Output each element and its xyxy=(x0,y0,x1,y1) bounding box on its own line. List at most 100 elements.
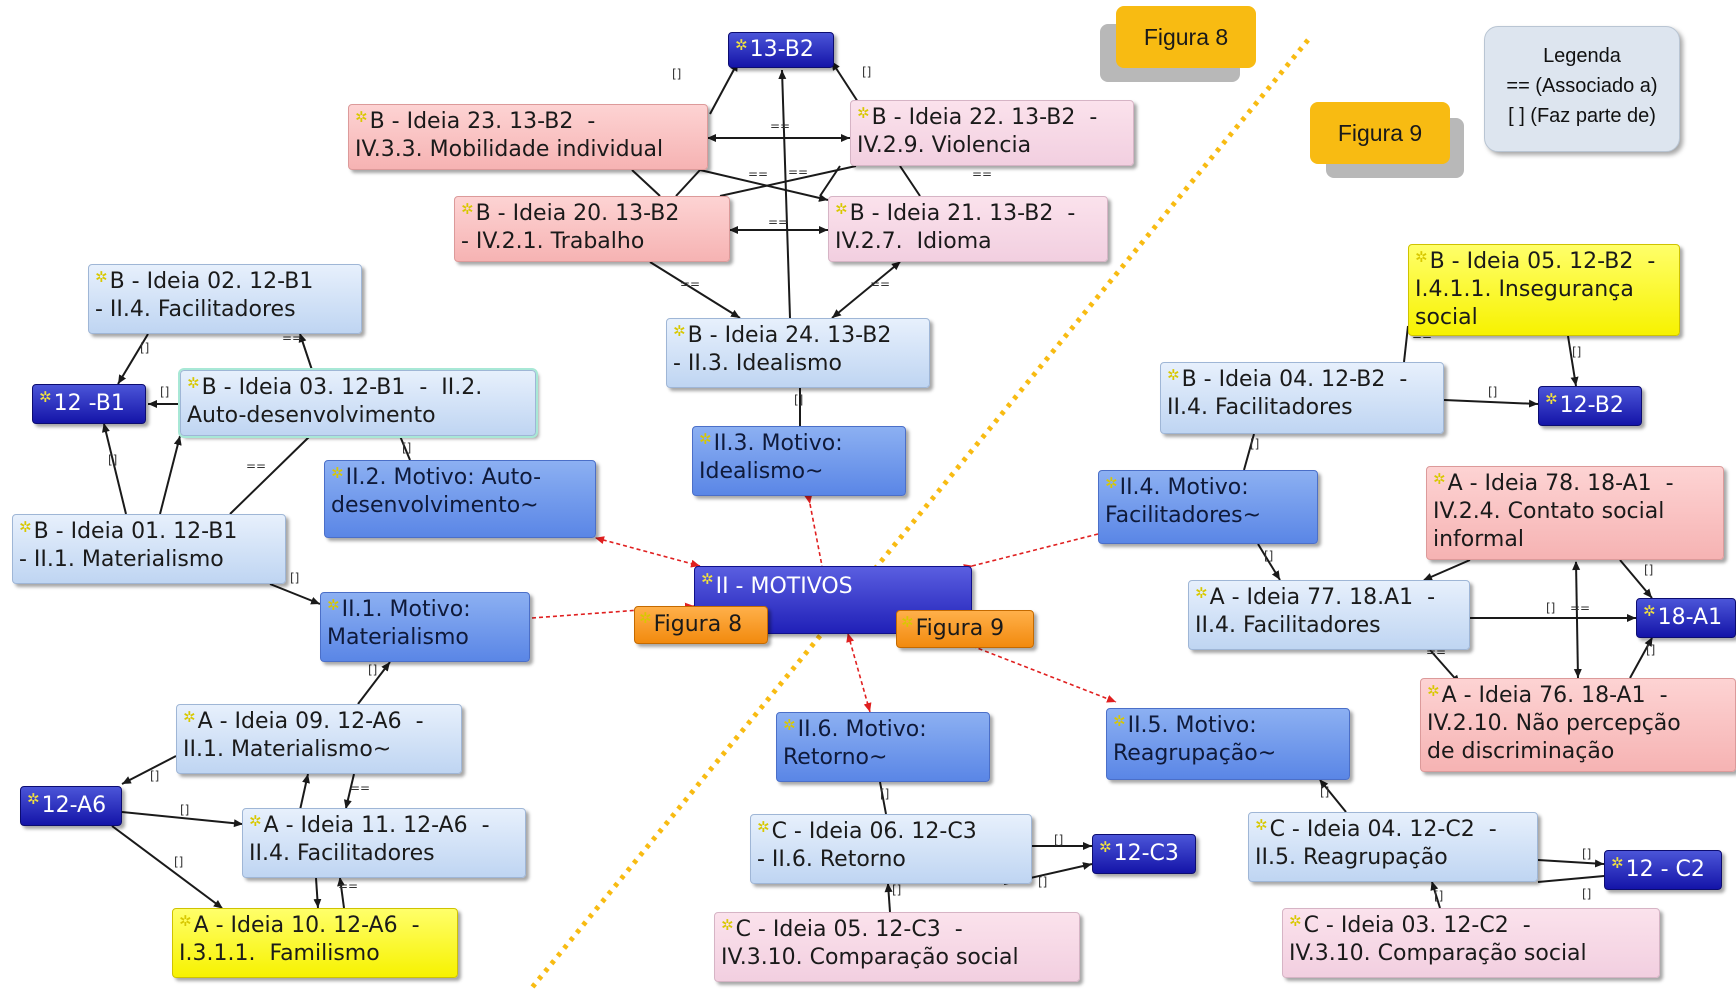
code-node-12-B2[interactable]: ✲12-B2 xyxy=(1538,386,1642,426)
idea-node-01-12-B1[interactable]: ✲B - Ideia 01. 12-B1 - II.1. Materialism… xyxy=(12,514,286,584)
idea-node-04-12-C2[interactable]: ✲C - Ideia 04. 12-C2 - II.5. Reagrupação xyxy=(1248,812,1538,882)
node-label: B - Ideia 01. 12-B1 - II.1. Materialismo xyxy=(19,519,238,572)
part-of-link-label: [] xyxy=(1038,875,1047,889)
idea-node-78-18-A1[interactable]: ✲A - Ideia 78. 18-A1 - IV.2.4. Contato s… xyxy=(1426,466,1724,560)
node-star-icon: ✲ xyxy=(639,609,652,627)
associated-link-label: == xyxy=(770,119,790,133)
node-star-icon: ✲ xyxy=(721,916,734,934)
idea-node-02-12-B1[interactable]: ✲B - Ideia 02. 12-B1 - II.4. Facilitador… xyxy=(88,264,362,334)
13-B2-link xyxy=(899,165,921,197)
motive-node-II-2[interactable]: ✲II.2. Motivo: Auto- desenvolvimento~ xyxy=(324,460,596,538)
part-of-link-label: [] xyxy=(880,787,889,801)
part-of-link-label: [] xyxy=(892,883,901,897)
legend-associated: == (Associado a) xyxy=(1506,75,1658,97)
node-star-icon: ✲ xyxy=(1289,912,1302,930)
node-star-icon: ✲ xyxy=(699,430,712,448)
code-node-13-B2[interactable]: ✲13-B2 xyxy=(728,32,834,68)
part-of-link-label: [] xyxy=(794,393,803,407)
motive-node-II-3[interactable]: ✲II.3. Motivo: Idealismo~ xyxy=(692,426,906,496)
code-node-18-A1[interactable]: ✲18-A1 xyxy=(1636,598,1736,638)
part-of-link-label: [] xyxy=(174,855,183,869)
motive-node-II-1[interactable]: ✲II.1. Motivo: Materialismo xyxy=(320,592,530,662)
right-cluster-link xyxy=(1430,881,1441,909)
node-label: II.3. Motivo: Idealismo~ xyxy=(699,431,843,484)
12-C3-link xyxy=(884,883,893,913)
code-node-12-A6[interactable]: ✲12-A6 xyxy=(20,786,122,826)
idea-node-05-12-B2[interactable]: ✲B - Ideia 05. 12-B2 - I.4.1.1. Insegura… xyxy=(1408,244,1680,336)
part-of-link-label: [] xyxy=(1434,889,1443,903)
node-label: II - MOTIVOS xyxy=(715,574,853,599)
motive-node-II-6[interactable]: ✲II.6. Motivo: Retorno~ xyxy=(776,712,990,782)
black-links xyxy=(102,61,1653,913)
motive-node-II-4[interactable]: ✲II.4. Motivo: Facilitadores~ xyxy=(1098,470,1318,544)
13-B2-link xyxy=(649,261,741,319)
motive-node-II-5[interactable]: ✲II.5. Motivo: Reagrupação~ xyxy=(1106,708,1350,780)
12-B1-link xyxy=(269,583,321,605)
13-B2-link xyxy=(699,169,829,202)
idea-node-76-18-A1[interactable]: ✲A - Ideia 76. 18-A1 - IV.2.10. Não perc… xyxy=(1420,678,1736,772)
part-of-link-label: [] xyxy=(108,453,117,467)
node-star-icon: ✲ xyxy=(179,912,192,930)
figure-9-tag[interactable]: ✲Figura 9 xyxy=(896,610,1034,648)
node-label: B - Ideia 04. 12-B2 - II.4. Facilitadore… xyxy=(1167,367,1408,420)
right-cluster-link xyxy=(1537,859,1605,868)
node-label: A - Ideia 09. 12-A6 - II.1. Materialismo… xyxy=(183,709,424,762)
12-B1-link xyxy=(298,333,313,371)
figure-divider-line xyxy=(528,38,1310,990)
part-of-link-label: [] xyxy=(140,341,149,355)
idea-node-04-12-B2[interactable]: ✲B - Ideia 04. 12-B2 - II.4. Facilitador… xyxy=(1160,362,1444,434)
associated-link-label: == xyxy=(680,277,700,291)
part-of-link-label: [] xyxy=(1264,549,1273,563)
node-label: A - Ideia 11. 12-A6 - II.4. Facilitadore… xyxy=(249,813,490,866)
node-star-icon: ✲ xyxy=(1195,584,1208,602)
node-label: 13-B2 xyxy=(749,37,814,62)
idea-node-11-12-A6[interactable]: ✲A - Ideia 11. 12-A6 - II.4. Facilitador… xyxy=(242,808,526,878)
node-label: C - Ideia 03. 12-C2 - IV.3.10. Comparaçã… xyxy=(1289,913,1587,966)
idea-node-77-18-A1[interactable]: ✲A - Ideia 77. 18.A1 - II.4. Facilitador… xyxy=(1188,580,1470,650)
idea-node-10-12-A6[interactable]: ✲A - Ideia 10. 12-A6 - I.3.1.1. Familism… xyxy=(172,908,458,978)
node-star-icon: ✲ xyxy=(1099,838,1112,856)
figure-8-tag[interactable]: ✲Figura 8 xyxy=(634,606,768,644)
12-A6-link xyxy=(121,755,177,785)
part-of-link-label: [] xyxy=(150,769,159,783)
node-label: 12-B2 xyxy=(1559,393,1624,418)
node-star-icon: ✲ xyxy=(1643,602,1656,620)
13-B2-link xyxy=(831,61,859,103)
node-label: II.1. Motivo: Materialismo xyxy=(327,597,471,650)
node-label: B - Ideia 03. 12-B1 - II.2. Auto-desenvo… xyxy=(187,375,483,428)
code-node-12-C2[interactable]: ✲12 - C2 xyxy=(1604,850,1722,890)
idea-node-20-13-B2[interactable]: ✲B - Ideia 20. 13-B2 - IV.2.1. Trabalho xyxy=(454,196,730,262)
idea-node-06-12-C3[interactable]: ✲C - Ideia 06. 12-C3 - II.6. Retorno xyxy=(750,814,1032,884)
code-node-12-C3[interactable]: ✲12-C3 xyxy=(1092,834,1196,874)
node-label: B - Ideia 02. 12-B1 - II.4. Facilitadore… xyxy=(95,269,314,322)
motive-link xyxy=(971,645,1117,703)
node-label: II.5. Motivo: Reagrupação~ xyxy=(1113,713,1277,766)
idea-node-05-12-C3[interactable]: ✲C - Ideia 05. 12-C3 - IV.3.10. Comparaç… xyxy=(714,912,1080,982)
idea-node-23-13-B2[interactable]: ✲B - Ideia 23. 13-B2 - IV.3.3. Mobilidad… xyxy=(348,104,708,170)
idea-node-09-12-A6[interactable]: ✲A - Ideia 09. 12-A6 - II.1. Materialism… xyxy=(176,704,462,774)
idea-node-24-13-B2[interactable]: ✲B - Ideia 24. 13-B2 - II.3. Idealismo xyxy=(666,318,930,388)
part-of-link-label: [] xyxy=(672,67,681,81)
node-star-icon: ✲ xyxy=(783,716,796,734)
right-cluster-link xyxy=(1567,335,1579,387)
part-of-link-label: [] xyxy=(290,571,299,585)
associated-link-label: == xyxy=(788,165,808,179)
associated-link-label: == xyxy=(768,215,788,229)
motive-link xyxy=(846,633,872,713)
legend-part-of: [ ] (Faz parte de) xyxy=(1508,105,1656,127)
right-cluster-link xyxy=(1319,779,1347,813)
12-A6-link xyxy=(337,877,346,909)
node-star-icon: ✲ xyxy=(1433,470,1446,488)
idea-node-03-12-C2[interactable]: ✲C - Ideia 03. 12-C2 - IV.3.10. Comparaç… xyxy=(1282,908,1660,978)
13-B2-link xyxy=(719,165,857,197)
idea-node-21-13-B2[interactable]: ✲B - Ideia 21. 13-B2 - IV.2.7. Idioma xyxy=(828,196,1108,262)
node-label: C - Ideia 05. 12-C3 - IV.3.10. Comparaçã… xyxy=(721,917,1019,970)
code-node-12-B1[interactable]: ✲12 -B1 xyxy=(32,384,146,424)
node-label: B - Ideia 22. 13-B2 - IV.2.9. Violencia xyxy=(857,105,1098,158)
idea-node-22-13-B2[interactable]: ✲B - Ideia 22. 13-B2 - IV.2.9. Violencia xyxy=(850,100,1134,166)
figure-9-callout: Figura 9 xyxy=(1310,102,1450,164)
node-star-icon: ✲ xyxy=(27,790,40,808)
node-label: 12-A6 xyxy=(41,793,107,818)
node-label: II.4. Motivo: Facilitadores~ xyxy=(1105,475,1262,528)
idea-node-03-12-B1[interactable]: ✲B - Ideia 03. 12-B1 - II.2. Auto-desenv… xyxy=(178,368,538,438)
